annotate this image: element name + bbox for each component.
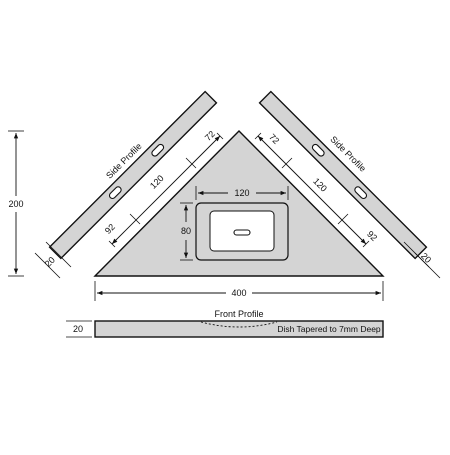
right-dimension-chain: [254, 132, 370, 248]
right-dim-120: 120: [311, 176, 329, 194]
drain-slot: [233, 229, 251, 236]
basin-depth-dimension: [180, 202, 193, 261]
basin-depth-label: 80: [181, 226, 191, 236]
front-thickness-label: 20: [73, 324, 83, 334]
right-thickness-callout: [403, 241, 441, 279]
left-dimension-chain: [108, 132, 224, 248]
left-thickness-callout: [34, 241, 72, 279]
width-label: 400: [231, 288, 246, 298]
height-dimension: [8, 130, 24, 277]
left-thickness-label: 20: [43, 255, 57, 269]
front-profile-strip: [94, 320, 384, 338]
front-thickness-callout: [66, 320, 92, 338]
right-dim-92: 92: [365, 229, 379, 243]
dish-note-label: Dish Tapered to 7mm Deep: [277, 324, 381, 334]
width-dimension: [94, 281, 384, 301]
front-profile-label: Front Profile: [214, 309, 263, 319]
dish-taper-line: [200, 321, 278, 328]
height-label: 200: [8, 199, 23, 209]
left-dim-120: 120: [148, 173, 166, 191]
basin-width-label: 120: [234, 188, 249, 198]
basin-width-dimension: [195, 186, 289, 200]
left-dim-92: 92: [103, 222, 117, 236]
right-dim-72: 72: [267, 132, 281, 146]
